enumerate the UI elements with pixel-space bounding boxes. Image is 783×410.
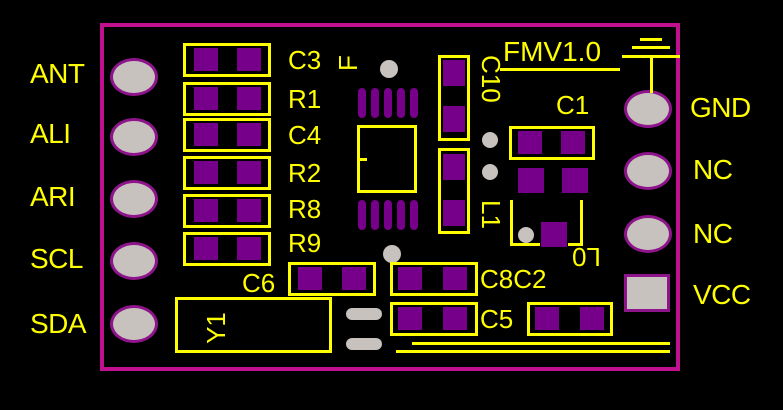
- pin-label-ant: ANT: [30, 58, 85, 89]
- silk-c10: C10: [476, 55, 506, 103]
- silk-r9: R9: [288, 228, 322, 258]
- silk-line: [396, 350, 670, 353]
- pad-vcc-square: [624, 274, 670, 312]
- pad-ant: [110, 58, 158, 96]
- silk-title: FMV1.0: [503, 36, 602, 67]
- silk-c6: C6: [242, 268, 276, 298]
- pad-nc-2: [624, 215, 672, 253]
- via-hole: [482, 164, 498, 180]
- silk-r8: R8: [288, 194, 322, 224]
- pin-label-ali: ALI: [30, 118, 71, 149]
- pad-sda: [110, 305, 158, 343]
- pin-label-sda: SDA: [30, 308, 87, 339]
- via-hole: [482, 132, 498, 148]
- silk-y1: Y1: [200, 312, 231, 344]
- pin-label-scl: SCL: [30, 243, 83, 274]
- board-outline: [100, 23, 680, 371]
- pad-nc-1: [624, 152, 672, 190]
- silk-l0: L0: [572, 242, 601, 272]
- silk-c1: C1: [556, 90, 590, 120]
- silk-r1: R1: [288, 84, 322, 114]
- pin-label-gnd: GND: [690, 92, 751, 123]
- pin-label-nc-1: NC: [693, 154, 733, 185]
- silk-c8c2: C8C2: [480, 264, 547, 294]
- silk-r2: R2: [288, 158, 322, 188]
- pad-ari: [110, 180, 158, 218]
- silk-c3: C3: [288, 45, 322, 75]
- silk-line: [412, 342, 670, 345]
- via-hole: [380, 60, 398, 78]
- silk-title-underline: [500, 68, 620, 71]
- oval-pad: [346, 308, 382, 320]
- via-hole: [518, 227, 534, 243]
- pin-label-nc-2: NC: [693, 218, 733, 249]
- pad-ali: [110, 118, 158, 156]
- via-hole: [383, 245, 401, 263]
- silk-c4: C4: [288, 120, 322, 150]
- silk-l1: L1: [476, 200, 506, 229]
- pin-label-ari: ARI: [30, 181, 76, 212]
- silk-f-marker: F: [332, 55, 363, 71]
- silk-c5: C5: [480, 304, 514, 334]
- pad-gnd: [624, 90, 672, 128]
- oval-pad: [346, 338, 382, 350]
- pin-label-vcc: VCC: [693, 279, 751, 310]
- pad-scl: [110, 242, 158, 280]
